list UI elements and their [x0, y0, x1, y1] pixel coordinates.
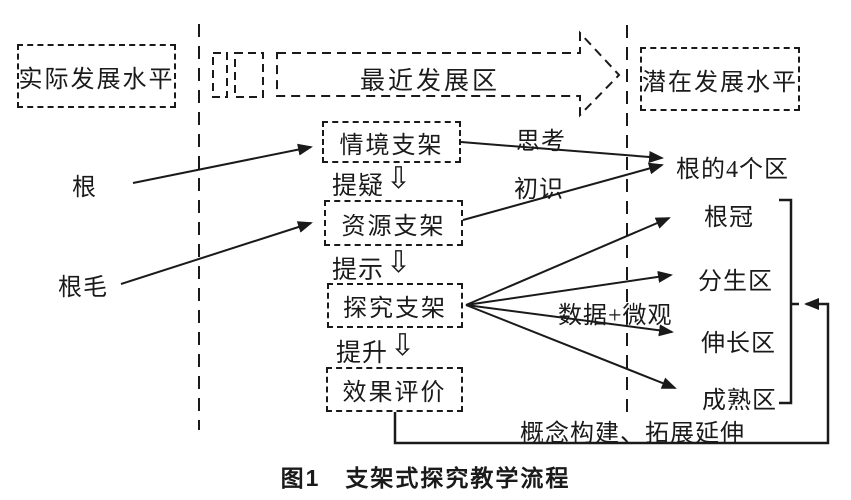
inquiry-scaffold-box: 探究支架 [327, 283, 463, 328]
step-hinting: 提示 ⇩ [332, 245, 413, 286]
arrow-inquiry-to-maturation [465, 304, 677, 389]
step-hinting-label: 提示 [332, 257, 385, 284]
zpd-arrow-fragment-1 [212, 52, 228, 98]
zpd-arrow-label: 最近发展区 [359, 68, 500, 95]
arrow-situation-to-fourzones [460, 141, 664, 163]
arrow-resource-to-fourzones [462, 162, 664, 221]
feedback-loop-line [393, 298, 830, 445]
arrow-inquiry-to-meristem [465, 270, 673, 306]
arrow-inquiry-to-elongation [465, 304, 674, 337]
zone-meristem-label: 分生区 [698, 269, 773, 295]
actual-development-level-label: 实际发展水平 [18, 66, 175, 93]
effect-evaluation-box: 效果评价 [326, 367, 463, 412]
resource-scaffold-box: 资源支架 [324, 200, 463, 246]
resource-scaffold-label: 资源支架 [341, 213, 446, 240]
step-elevating: 提升 ⇩ [336, 328, 417, 369]
inquiry-scaffold-label: 探究支架 [343, 296, 447, 322]
zone-maturation-label: 成熟区 [702, 388, 777, 414]
root-hair-label: 根毛 [58, 275, 108, 301]
hollow-down-arrow-icon: ⇩ [390, 328, 417, 363]
feedback-edge-label: 概念构建、拓展延伸 [520, 421, 745, 447]
zpd-arrow-fragment-2 [234, 52, 264, 98]
arrow-roothair-to-resource [120, 221, 313, 285]
zone-elongation-label: 伸长区 [701, 331, 776, 357]
step-question-raising: 提疑 ⇩ [332, 161, 413, 202]
figure-caption: 图1 支架式探究教学流程 [280, 465, 571, 491]
zpd-block-arrow-outline [276, 30, 621, 118]
arrow-root-to-situation [132, 143, 313, 184]
step-question-raising-label: 提疑 [332, 173, 385, 200]
root-label: 根 [72, 175, 97, 201]
actual-development-level-box: 实际发展水平 [17, 44, 176, 108]
zones-group-bracket [779, 198, 793, 405]
hollow-down-arrow-icon: ⇩ [386, 245, 413, 280]
think-edge-label: 思考 [516, 129, 566, 155]
first-look-edge-label: 初识 [514, 177, 564, 203]
four-zones-label: 根的4个区 [676, 157, 789, 183]
hollow-down-arrow-icon: ⇩ [386, 161, 413, 196]
zone-root-cap-label: 根冠 [704, 205, 754, 231]
step-elevating-label: 提升 [336, 340, 389, 367]
situation-scaffold-label: 情境支架 [339, 132, 444, 159]
situation-scaffold-box: 情境支架 [322, 121, 461, 163]
data-micro-edge-label: 数据+微观 [558, 303, 673, 329]
potential-development-level-box: 潜在发展水平 [640, 47, 800, 111]
arrow-inquiry-to-rootcap [465, 217, 671, 306]
effect-evaluation-label: 效果评价 [342, 380, 447, 406]
potential-development-level-label: 潜在发展水平 [642, 69, 798, 96]
